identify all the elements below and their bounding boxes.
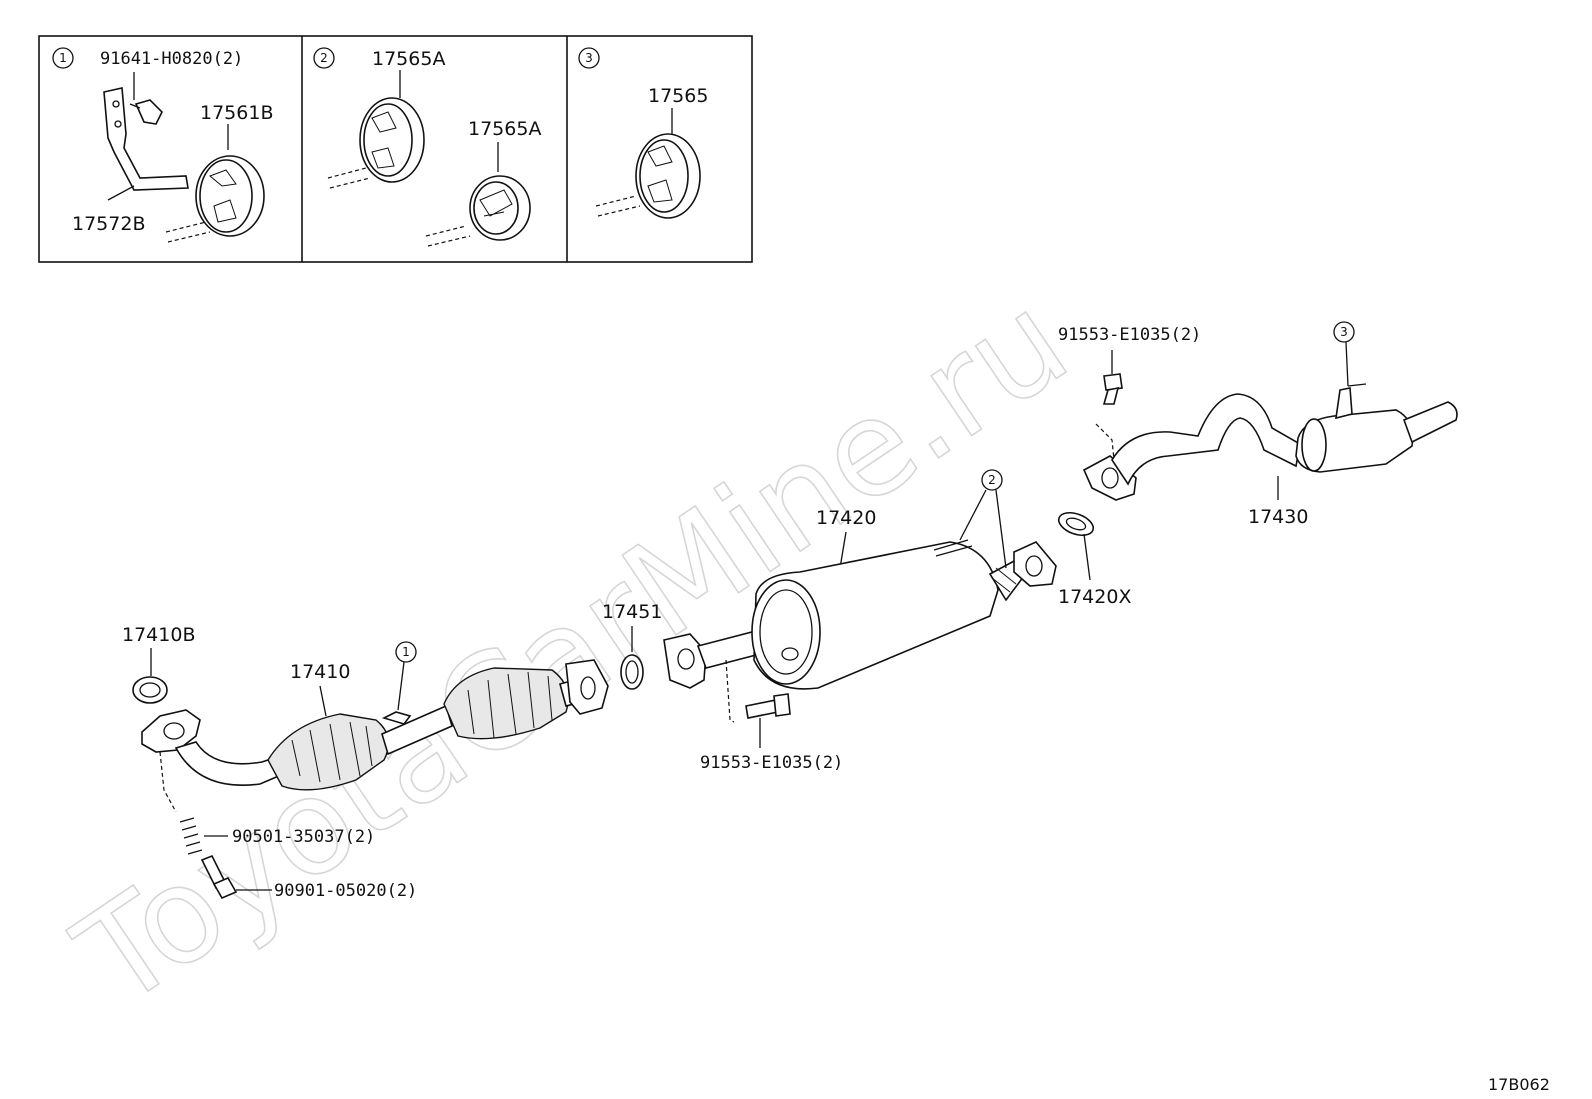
rubber-hanger-icon: [327, 70, 425, 189]
spring-90501-35037: 90501-35037(2): [159, 751, 375, 855]
panel-number: 3: [585, 51, 593, 65]
part-label: 17561B: [200, 102, 273, 124]
diagram-code: 17B062: [1488, 1075, 1550, 1094]
part-label: 91553-E1035(2): [1058, 325, 1201, 345]
rubber-hanger-icon: [425, 142, 531, 247]
part-label: 17430: [1248, 506, 1308, 528]
part-label: 90501-35037(2): [232, 827, 375, 847]
part-label: 90901-05020(2): [274, 881, 417, 901]
inset-panel-3: 3 17565: [578, 47, 708, 219]
callout-2: 2: [959, 469, 1007, 569]
inset-panel-2: 2 17565A 17565A: [313, 47, 541, 247]
bolt-icon: [129, 72, 163, 125]
callout-number: 3: [1340, 325, 1348, 339]
gasket-17420x: 17420X: [1057, 511, 1131, 608]
part-label: 17572B: [72, 213, 145, 235]
part-label: 17565: [648, 85, 708, 107]
gasket-17410b: 17410B: [122, 624, 195, 704]
center-pipe-muffler-17420: 17420: [663, 507, 1057, 690]
part-label: 91641-H0820(2): [100, 49, 243, 69]
part-label: 17565A: [468, 118, 541, 140]
panel-number: 1: [59, 51, 67, 65]
callout-1: 1: [395, 641, 417, 711]
callout-number: 2: [988, 473, 996, 487]
callout-3: 3: [1333, 321, 1355, 387]
front-exhaust-pipe-17410: 17410: [141, 659, 609, 791]
watermark: ToyotaCarMine.ru: [51, 264, 1094, 1037]
panel-number: 2: [320, 51, 328, 65]
part-label: 17410: [290, 661, 350, 683]
tail-pipe-17430: 17430: [1082, 383, 1458, 528]
part-label: 17420: [816, 507, 876, 529]
bolt-91553-e1035-tail: 91553-E1035(2): [1058, 325, 1201, 461]
hanger-bracket-icon: [103, 87, 189, 201]
callout-number: 1: [402, 645, 410, 659]
bolt-91553-e1035-center: 91553-E1035(2): [700, 659, 843, 773]
part-label: 17451: [602, 601, 662, 623]
rubber-hanger-icon: [595, 108, 701, 219]
part-label: 17420X: [1058, 586, 1131, 608]
rubber-hanger-icon: [165, 124, 265, 243]
part-label: 17565A: [372, 48, 445, 70]
inset-box: [38, 35, 753, 263]
stud-bolt-90901-05020: 90901-05020(2): [200, 854, 417, 901]
part-label: 17410B: [122, 624, 195, 646]
part-label: 91553-E1035(2): [700, 753, 843, 773]
gasket-17451: 17451: [602, 601, 662, 690]
inset-panel-1: 1 91641-H0820(2) 17561B 17572B: [52, 47, 273, 243]
